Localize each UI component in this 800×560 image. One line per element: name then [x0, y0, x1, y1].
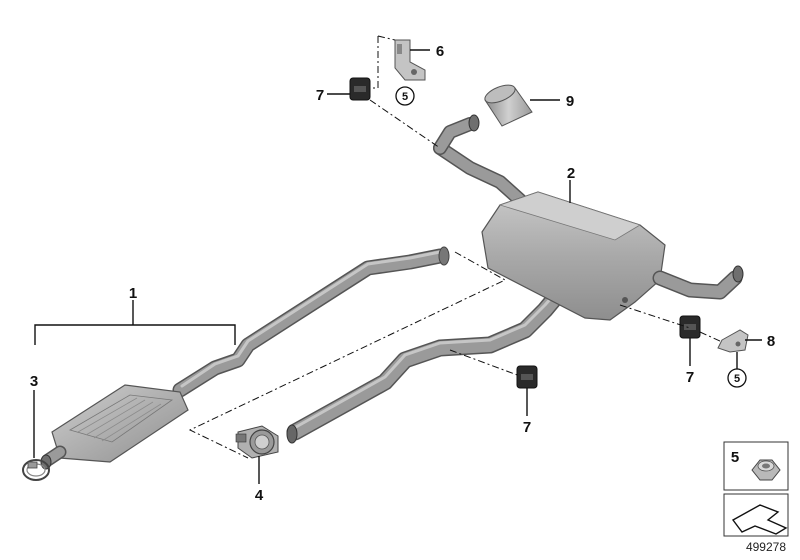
bracket-part-6	[394, 39, 426, 81]
callout-7-top: 7	[316, 87, 324, 104]
callout-9: 9	[566, 93, 574, 110]
callout-1: 1	[129, 285, 137, 302]
callout-8: 8	[767, 333, 775, 350]
svg-text:5: 5	[402, 91, 408, 103]
bracket-part-8	[717, 329, 749, 353]
legend-item-number: 5	[731, 449, 739, 466]
upper-pipe	[433, 114, 527, 207]
clamp-part-3	[22, 459, 50, 481]
callout-leaders	[33, 49, 762, 484]
rubber-mount-mid	[516, 365, 538, 389]
legend-box-arrow	[723, 493, 789, 537]
callout-2: 2	[567, 165, 575, 182]
circled-marker-5-right: 5	[727, 352, 747, 388]
callout-7-right: 7	[686, 369, 694, 386]
tailpipe-trim	[484, 84, 533, 127]
rubber-mount-right	[679, 315, 701, 339]
assembly-lines	[188, 35, 723, 459]
center-pipe	[286, 283, 569, 444]
rubber-mount-top	[349, 77, 371, 101]
callout-7-mid: 7	[523, 419, 531, 436]
clamp-part-4	[235, 425, 279, 459]
forward-direction-arrow-icon	[731, 504, 788, 535]
front-pipe-with-catalyst	[40, 246, 450, 470]
callout-3: 3	[30, 373, 38, 390]
legend-box-nut: 5	[723, 441, 789, 491]
rear-muffler	[481, 191, 744, 321]
circled-marker-5-top: 5	[395, 86, 415, 106]
diagram-number: 499278	[745, 540, 786, 554]
hex-nut-icon	[751, 459, 781, 481]
callout-4: 4	[255, 487, 264, 504]
svg-text:5: 5	[734, 373, 740, 385]
callout-6: 6	[436, 43, 444, 60]
